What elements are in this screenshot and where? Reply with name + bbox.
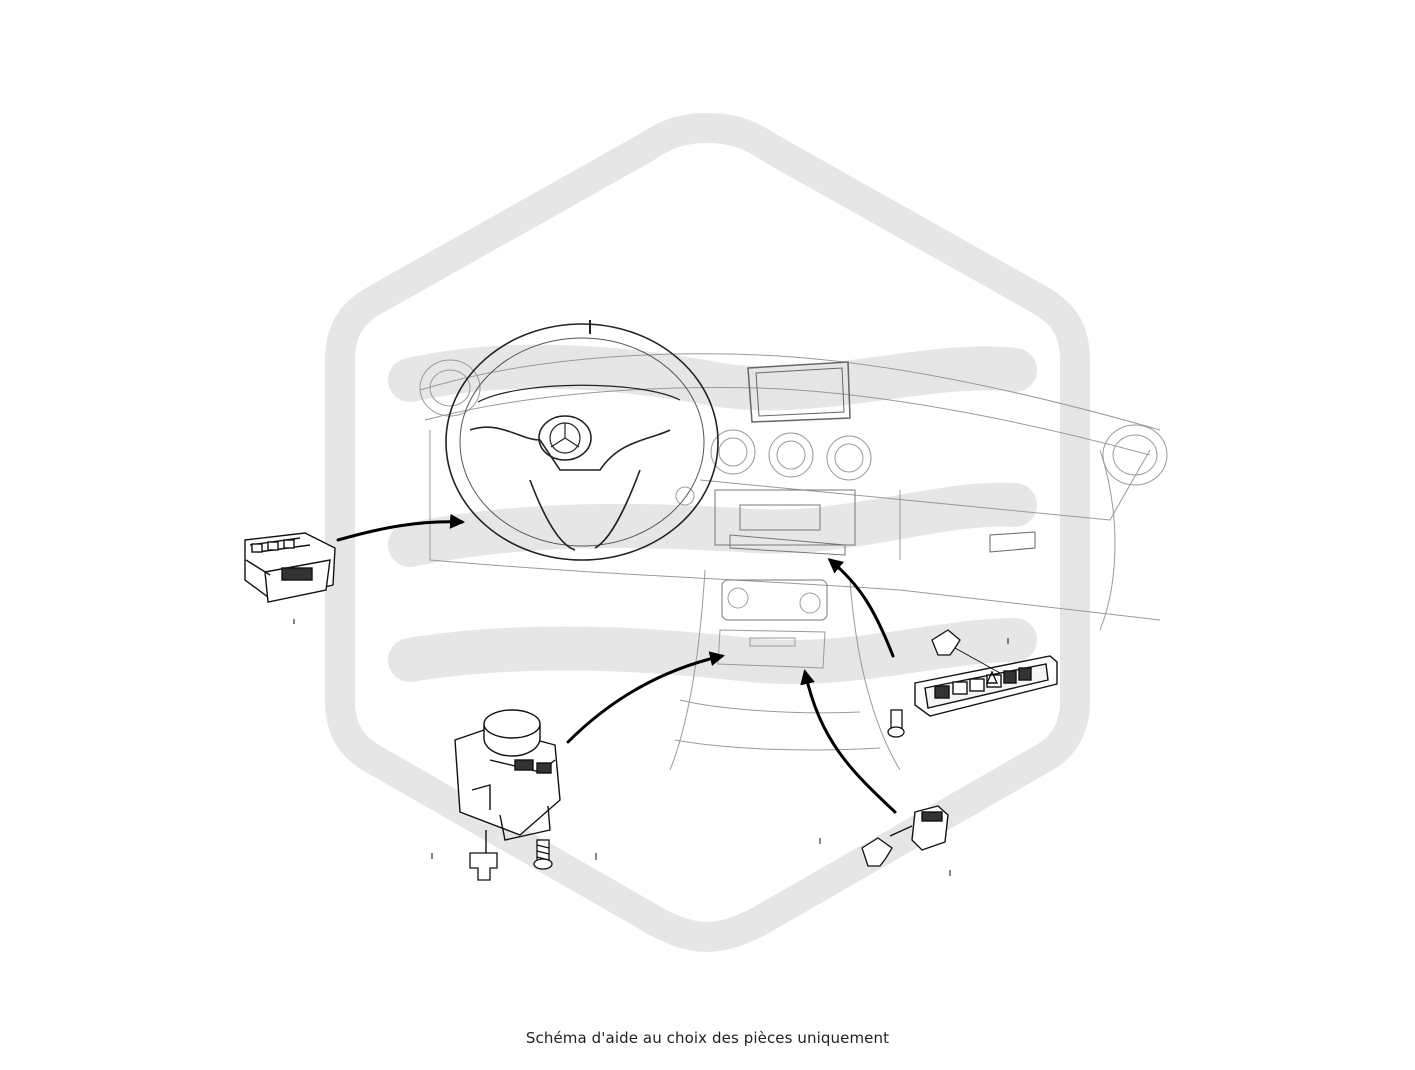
callout-arrows bbox=[336, 513, 897, 814]
steering-wheel bbox=[445, 320, 719, 561]
screw-icon[interactable] bbox=[533, 839, 553, 870]
watermark-stripe-mid bbox=[388, 482, 1037, 567]
arrow-switch-to-wheel bbox=[336, 513, 465, 542]
clip-icon[interactable] bbox=[931, 629, 1001, 674]
dashboard-outline bbox=[419, 353, 1168, 771]
clip-icon[interactable] bbox=[469, 852, 498, 881]
watermark-stripe-top bbox=[388, 344, 1037, 411]
arrow-strip-to-radio bbox=[827, 558, 895, 658]
arrow-switch-to-console bbox=[800, 669, 897, 814]
switch-panel-icon[interactable] bbox=[244, 532, 336, 603]
diagram-caption: Schéma d'aide au choix des pièces unique… bbox=[525, 1029, 890, 1047]
watermark-hexagon bbox=[325, 112, 1090, 953]
clip-icon[interactable] bbox=[861, 837, 893, 867]
rotary-knob-icon[interactable] bbox=[454, 709, 561, 855]
screw-icon[interactable] bbox=[887, 709, 905, 738]
arrow-knob-to-console bbox=[566, 651, 725, 744]
watermark-logo bbox=[325, 112, 1090, 953]
button-strip-icon[interactable] bbox=[914, 655, 1058, 717]
tick-marks bbox=[293, 619, 1009, 876]
switch-icon[interactable] bbox=[889, 805, 949, 851]
